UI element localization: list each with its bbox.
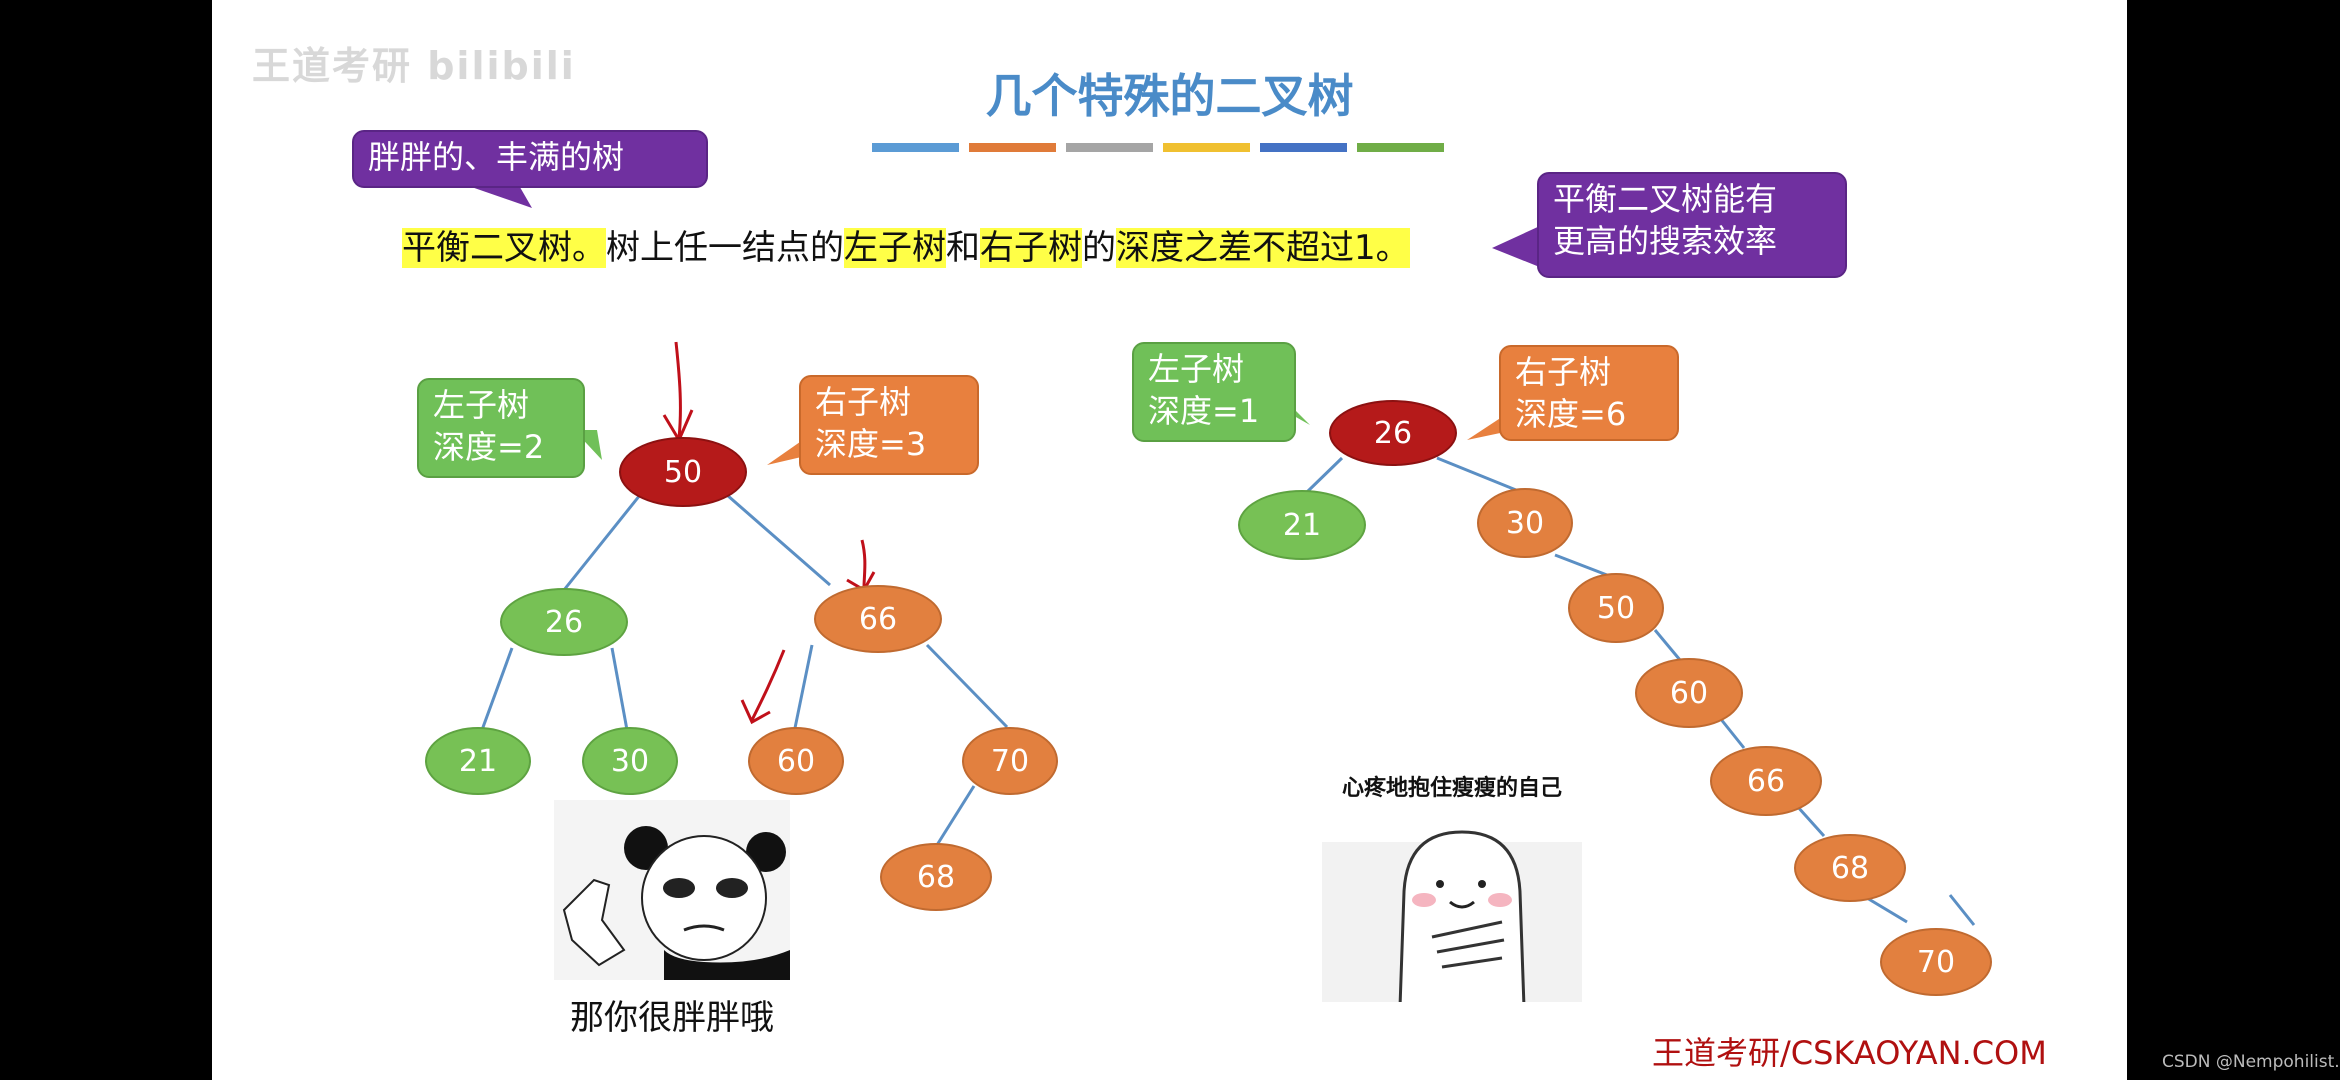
term-depth-difference: 深度之差: [1116, 228, 1252, 268]
statement-text: 的: [1082, 228, 1116, 268]
label-line: 深度=2: [433, 428, 545, 466]
divider-segment: [969, 143, 1056, 152]
watermark: 王道考研 bilibili: [252, 44, 576, 88]
right-tree-left-subtree-label: 左子树 深度=1: [1132, 342, 1296, 442]
panda-meme: 那你很胖胖哦: [554, 800, 790, 1038]
right-tree-right-subtree-label: 右子树 深度=6: [1499, 345, 1679, 441]
slide-title: 几个特殊的二叉树: [985, 69, 1354, 123]
label-line: 左子树: [433, 386, 530, 424]
divider-segment: [1357, 143, 1444, 152]
panda-face-icon: [554, 800, 790, 980]
callout-chubby-tree: 胖胖的、丰满的树: [352, 130, 708, 188]
tree-node: 30: [1477, 488, 1573, 558]
label-line: 右子树: [1515, 353, 1612, 391]
label-line: 右子树: [815, 383, 912, 421]
statement-text: 树上任一结点的: [606, 228, 844, 268]
divider-segment: [1066, 143, 1153, 152]
callout-line: 平衡二叉树能有: [1553, 180, 1778, 218]
divider-segment: [1163, 143, 1250, 152]
tree-node: 21: [1238, 490, 1366, 560]
tree-node: 30: [582, 727, 678, 795]
tree-node: 50: [1568, 573, 1664, 643]
callout-tail: [1467, 415, 1505, 440]
tree-node: 66: [814, 585, 942, 653]
footer-brand: 王道考研/CSKAOYAN.COM: [1652, 1034, 2047, 1072]
definition-statement: 平衡二叉树。树上任一结点的左子树和右子树的深度之差不超过1。: [402, 220, 1410, 269]
tree-node: 60: [1635, 658, 1743, 728]
callout-tail: [1492, 225, 1542, 268]
left-tree-right-subtree-label: 右子树 深度=3: [799, 375, 979, 475]
tree-edges: [457, 182, 1976, 926]
term-balanced-tree: 平衡二叉树。: [402, 228, 606, 268]
title-divider: [872, 143, 1444, 152]
annotation-arrows: [662, 341, 876, 725]
meme-caption: 那你很胖胖哦: [570, 998, 774, 1038]
divider-segment: [1260, 143, 1347, 152]
csdn-credit: CSDN @Nempohilist.: [2162, 1052, 2340, 1072]
statement-text: 和: [946, 228, 980, 268]
slide: 王道考研 bilibili 几个特殊的二叉树: [212, 0, 2127, 1080]
tree-node: 26: [500, 588, 628, 656]
callout-text: 胖胖的、丰满的树: [368, 138, 625, 176]
meme-caption: 心疼地抱住瘦瘦的自己: [1341, 776, 1562, 801]
label-line: 深度=3: [815, 425, 927, 463]
label-line: 左子树: [1148, 350, 1245, 388]
self-hug-meme: 心疼地抱住瘦瘦的自己: [1312, 770, 1592, 1020]
tree-node: 60: [748, 727, 844, 795]
term-not-exceed-one: 不超过1。: [1252, 228, 1410, 268]
tree-node: 66: [1710, 746, 1822, 816]
term-right-subtree: 右子树: [980, 228, 1082, 268]
self-hug-figure-icon: [1322, 830, 1582, 1009]
left-tree-left-subtree-label: 左子树 深度=2: [417, 378, 585, 478]
tree-node: 70: [1880, 928, 1992, 996]
tree-node: 70: [962, 727, 1058, 795]
tree-node: 68: [1794, 834, 1906, 902]
label-line: 深度=1: [1148, 392, 1260, 430]
tree-node: 50: [619, 437, 747, 507]
tree-node: 68: [880, 843, 992, 911]
divider-segment: [872, 143, 959, 152]
callout-search-efficiency: 平衡二叉树能有 更高的搜索效率: [1537, 172, 1847, 278]
label-line: 深度=6: [1515, 395, 1627, 433]
term-left-subtree: 左子树: [844, 228, 946, 268]
callout-line: 更高的搜索效率: [1553, 222, 1778, 260]
tree-node: 21: [425, 727, 531, 795]
tree-node: 26: [1329, 400, 1457, 466]
callout-tail: [457, 182, 532, 208]
